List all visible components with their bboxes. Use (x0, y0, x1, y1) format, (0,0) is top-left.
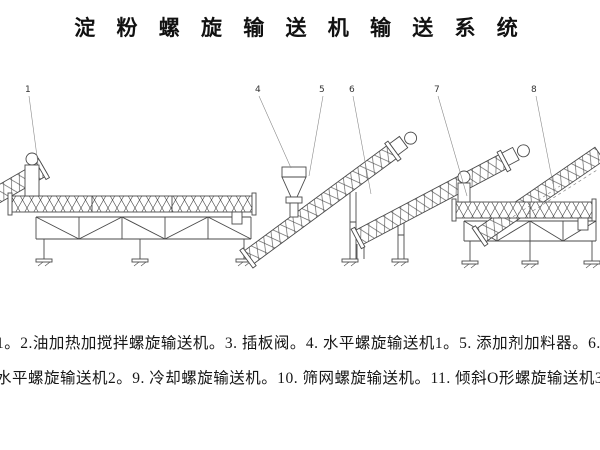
motor-icon (404, 131, 418, 145)
drawing-title: 淀 粉 螺 旋 输 送 机 输 送 系 统 (74, 16, 526, 40)
callout-7: 7 (434, 85, 440, 95)
legend-line-2: 水平螺旋输送机2。9. 冷却螺旋输送机。10. 筛网螺旋输送机。11. 倾斜O形… (0, 370, 600, 387)
right-truss-support (463, 220, 597, 261)
slide-valve (285, 196, 303, 204)
base-plates (35, 258, 600, 265)
callout-1: 1 (25, 85, 31, 95)
motor-icon (516, 144, 530, 158)
right-drive-unit (457, 170, 471, 203)
left-drive-unit (24, 152, 40, 197)
legend-line-1: 1。2.油加热加搅拌螺旋输送机。3. 插板阀。4. 水平螺旋输送机1。5. 添加… (0, 335, 600, 352)
drive-gearbox (501, 146, 520, 167)
motor-icon (25, 152, 39, 166)
callout-6: 6 (349, 85, 355, 95)
horizontal-screw-conveyor-2 (451, 198, 597, 231)
inclined-screw-conveyor-1 (239, 131, 418, 269)
inclined-screw-conveyor-3 (471, 146, 600, 247)
horizontal-screw-conveyor-1 (7, 192, 257, 225)
additive-feeder-hopper (281, 166, 307, 218)
callout-5: 5 (319, 85, 325, 95)
callout-leader-lines (28, 95, 554, 197)
callout-4: 4 (255, 85, 261, 95)
ground-hatch (37, 261, 599, 269)
drive-gearbox (389, 135, 409, 156)
callout-8: 8 (531, 85, 537, 95)
discharge-spout (231, 211, 243, 225)
discharge-spout (577, 217, 589, 231)
motor-icon (457, 170, 471, 184)
dashed-reference-lines (507, 169, 598, 221)
left-truss-support (35, 216, 252, 259)
